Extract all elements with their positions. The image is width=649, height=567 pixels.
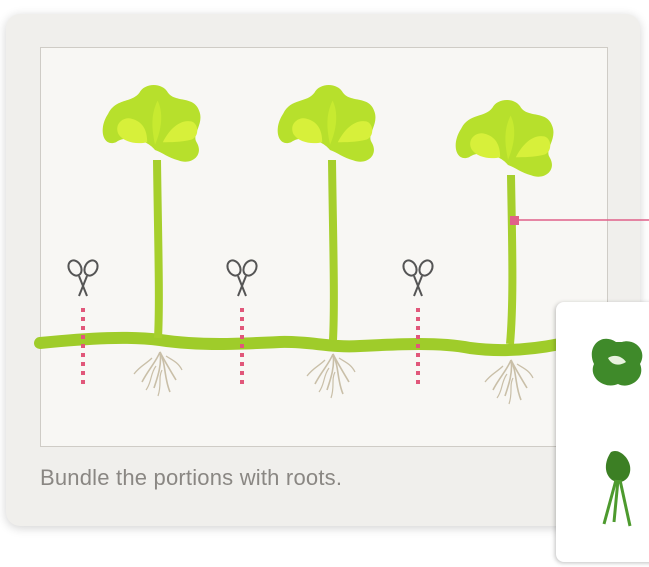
inset-photo-card	[556, 302, 649, 562]
scissors-icon	[225, 258, 259, 296]
pointer-marker	[510, 216, 519, 225]
runner-stem	[40, 338, 560, 350]
plant-1	[103, 85, 201, 396]
plant-3	[456, 100, 554, 404]
scissors-icon	[66, 258, 100, 296]
scissors-icon	[401, 258, 435, 296]
plant-illustration	[0, 0, 649, 539]
caption-text: Bundle the portions with roots.	[40, 465, 342, 491]
inset-plant-photo	[556, 302, 649, 562]
